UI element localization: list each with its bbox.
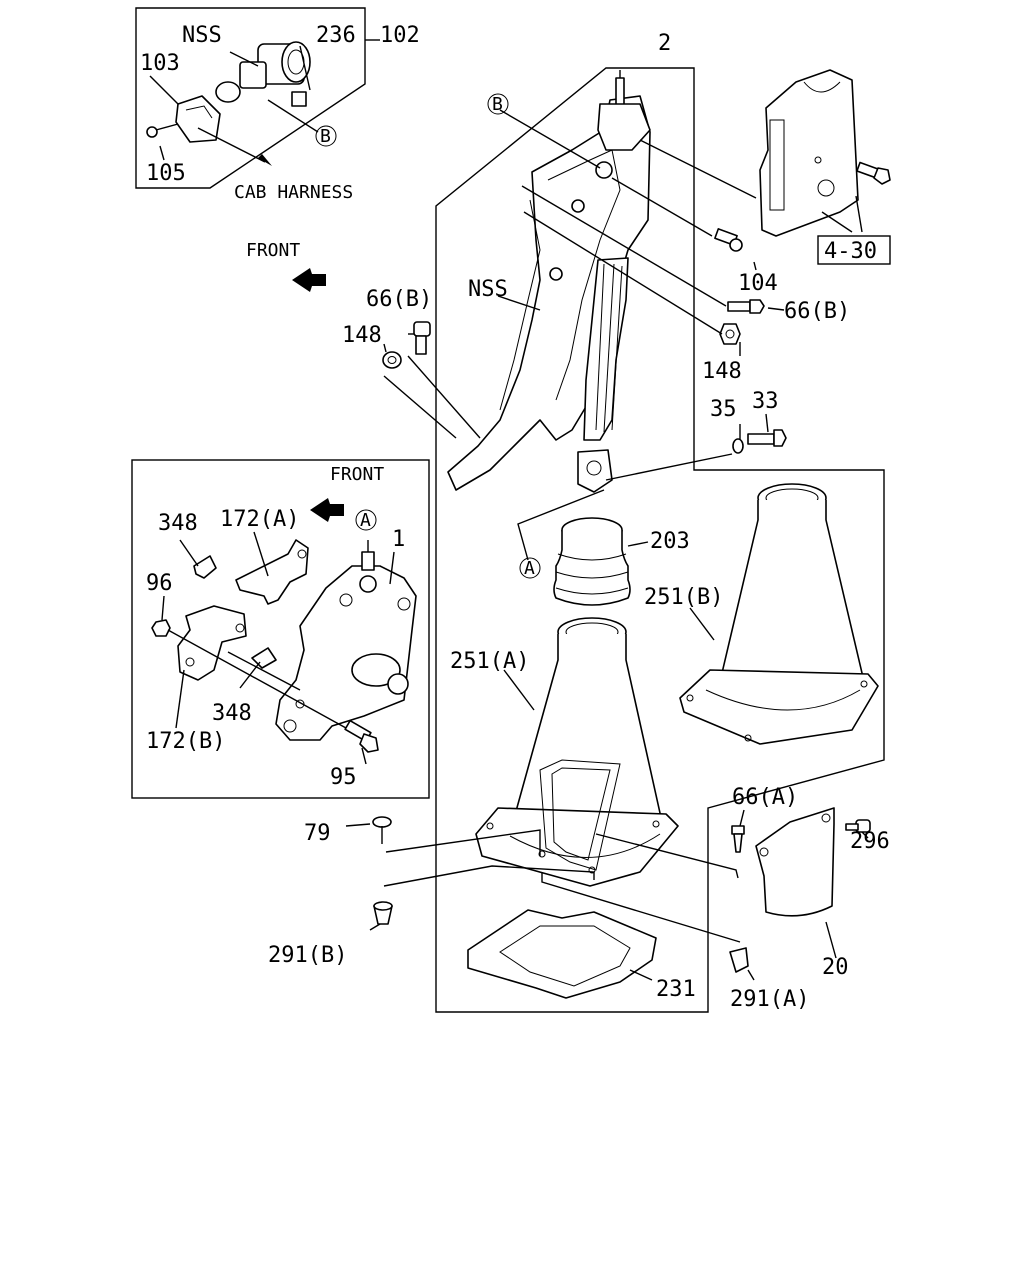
label-circle-b-top: B — [320, 126, 331, 147]
label-104: 104 — [738, 271, 778, 296]
label-103: 103 — [140, 51, 180, 76]
screw-79 — [345, 816, 392, 844]
label-251a: 251(A) — [450, 649, 529, 674]
label-236: 236 — [316, 23, 356, 48]
inset-switch-harness — [135, 7, 380, 189]
bolt-104 — [714, 228, 743, 252]
shift-lever-rod — [577, 257, 629, 493]
cover-part — [759, 69, 859, 237]
screw-66a — [731, 809, 745, 853]
label-circle-a-inset: A — [360, 510, 371, 531]
guide-lines-bottom — [383, 829, 741, 943]
label-348-top: 348 — [158, 511, 198, 536]
guide-lines-main — [383, 109, 863, 481]
ref-box-4-30 — [817, 235, 891, 265]
label-66b-right: 66(B) — [784, 299, 850, 324]
label-172a: 172(A) — [220, 507, 299, 532]
label-front-inset: FRONT — [330, 464, 384, 485]
label-291a: 291(A) — [730, 987, 809, 1012]
label-231: 231 — [656, 977, 696, 1002]
label-35: 35 — [710, 397, 737, 422]
label-296: 296 — [850, 829, 890, 854]
gasket-231 — [467, 909, 657, 999]
label-nss-main: NSS — [468, 277, 508, 302]
cover-20 — [755, 807, 837, 959]
label-96: 96 — [146, 571, 173, 596]
bolt-4-30 — [856, 161, 891, 185]
label-1: 1 — [392, 527, 405, 552]
inset-transmission — [131, 459, 430, 799]
label-66b-left: 66(B) — [366, 287, 432, 312]
label-172b: 172(B) — [146, 729, 225, 754]
clip-291a — [729, 947, 755, 981]
label-148-left: 148 — [342, 323, 382, 348]
bolt-33 — [747, 429, 787, 447]
label-circle-a-main: A — [524, 558, 535, 579]
neutral-safety-switch — [215, 41, 311, 107]
label-66a: 66(A) — [732, 785, 798, 810]
label-105: 105 — [146, 161, 186, 186]
label-33: 33 — [752, 389, 779, 414]
boot-251a — [475, 617, 679, 887]
harness-connector — [146, 95, 221, 143]
label-front-top: FRONT — [246, 240, 300, 261]
label-102: 102 — [380, 23, 420, 48]
label-251b: 251(B) — [644, 585, 723, 610]
label-nss-top: NSS — [182, 23, 222, 48]
label-20: 20 — [822, 955, 849, 980]
label-348-bottom: 348 — [212, 701, 252, 726]
shift-lever-bracket — [447, 70, 651, 491]
boot-203 — [553, 517, 649, 606]
label-2: 2 — [658, 31, 671, 56]
bolt-66b-right — [727, 299, 765, 314]
nut-148-left — [382, 351, 402, 369]
clip-291b — [369, 901, 393, 931]
nut-148-right — [719, 323, 741, 345]
boot-251b — [679, 483, 879, 745]
label-291b: 291(B) — [268, 943, 347, 968]
label-circle-b-main: B — [492, 94, 503, 115]
label-148-right: 148 — [702, 359, 742, 384]
label-95: 95 — [330, 765, 357, 790]
bolt-66b-left — [413, 321, 431, 355]
label-203: 203 — [650, 529, 690, 554]
bolt-296 — [845, 819, 871, 839]
washer-35 — [732, 438, 744, 454]
label-cab-harness: CAB HARNESS — [234, 182, 353, 203]
assembly-frame — [435, 67, 885, 1013]
label-79: 79 — [304, 821, 331, 846]
front-arrow-top — [292, 268, 326, 292]
label-4-30: 4-30 — [824, 239, 877, 264]
